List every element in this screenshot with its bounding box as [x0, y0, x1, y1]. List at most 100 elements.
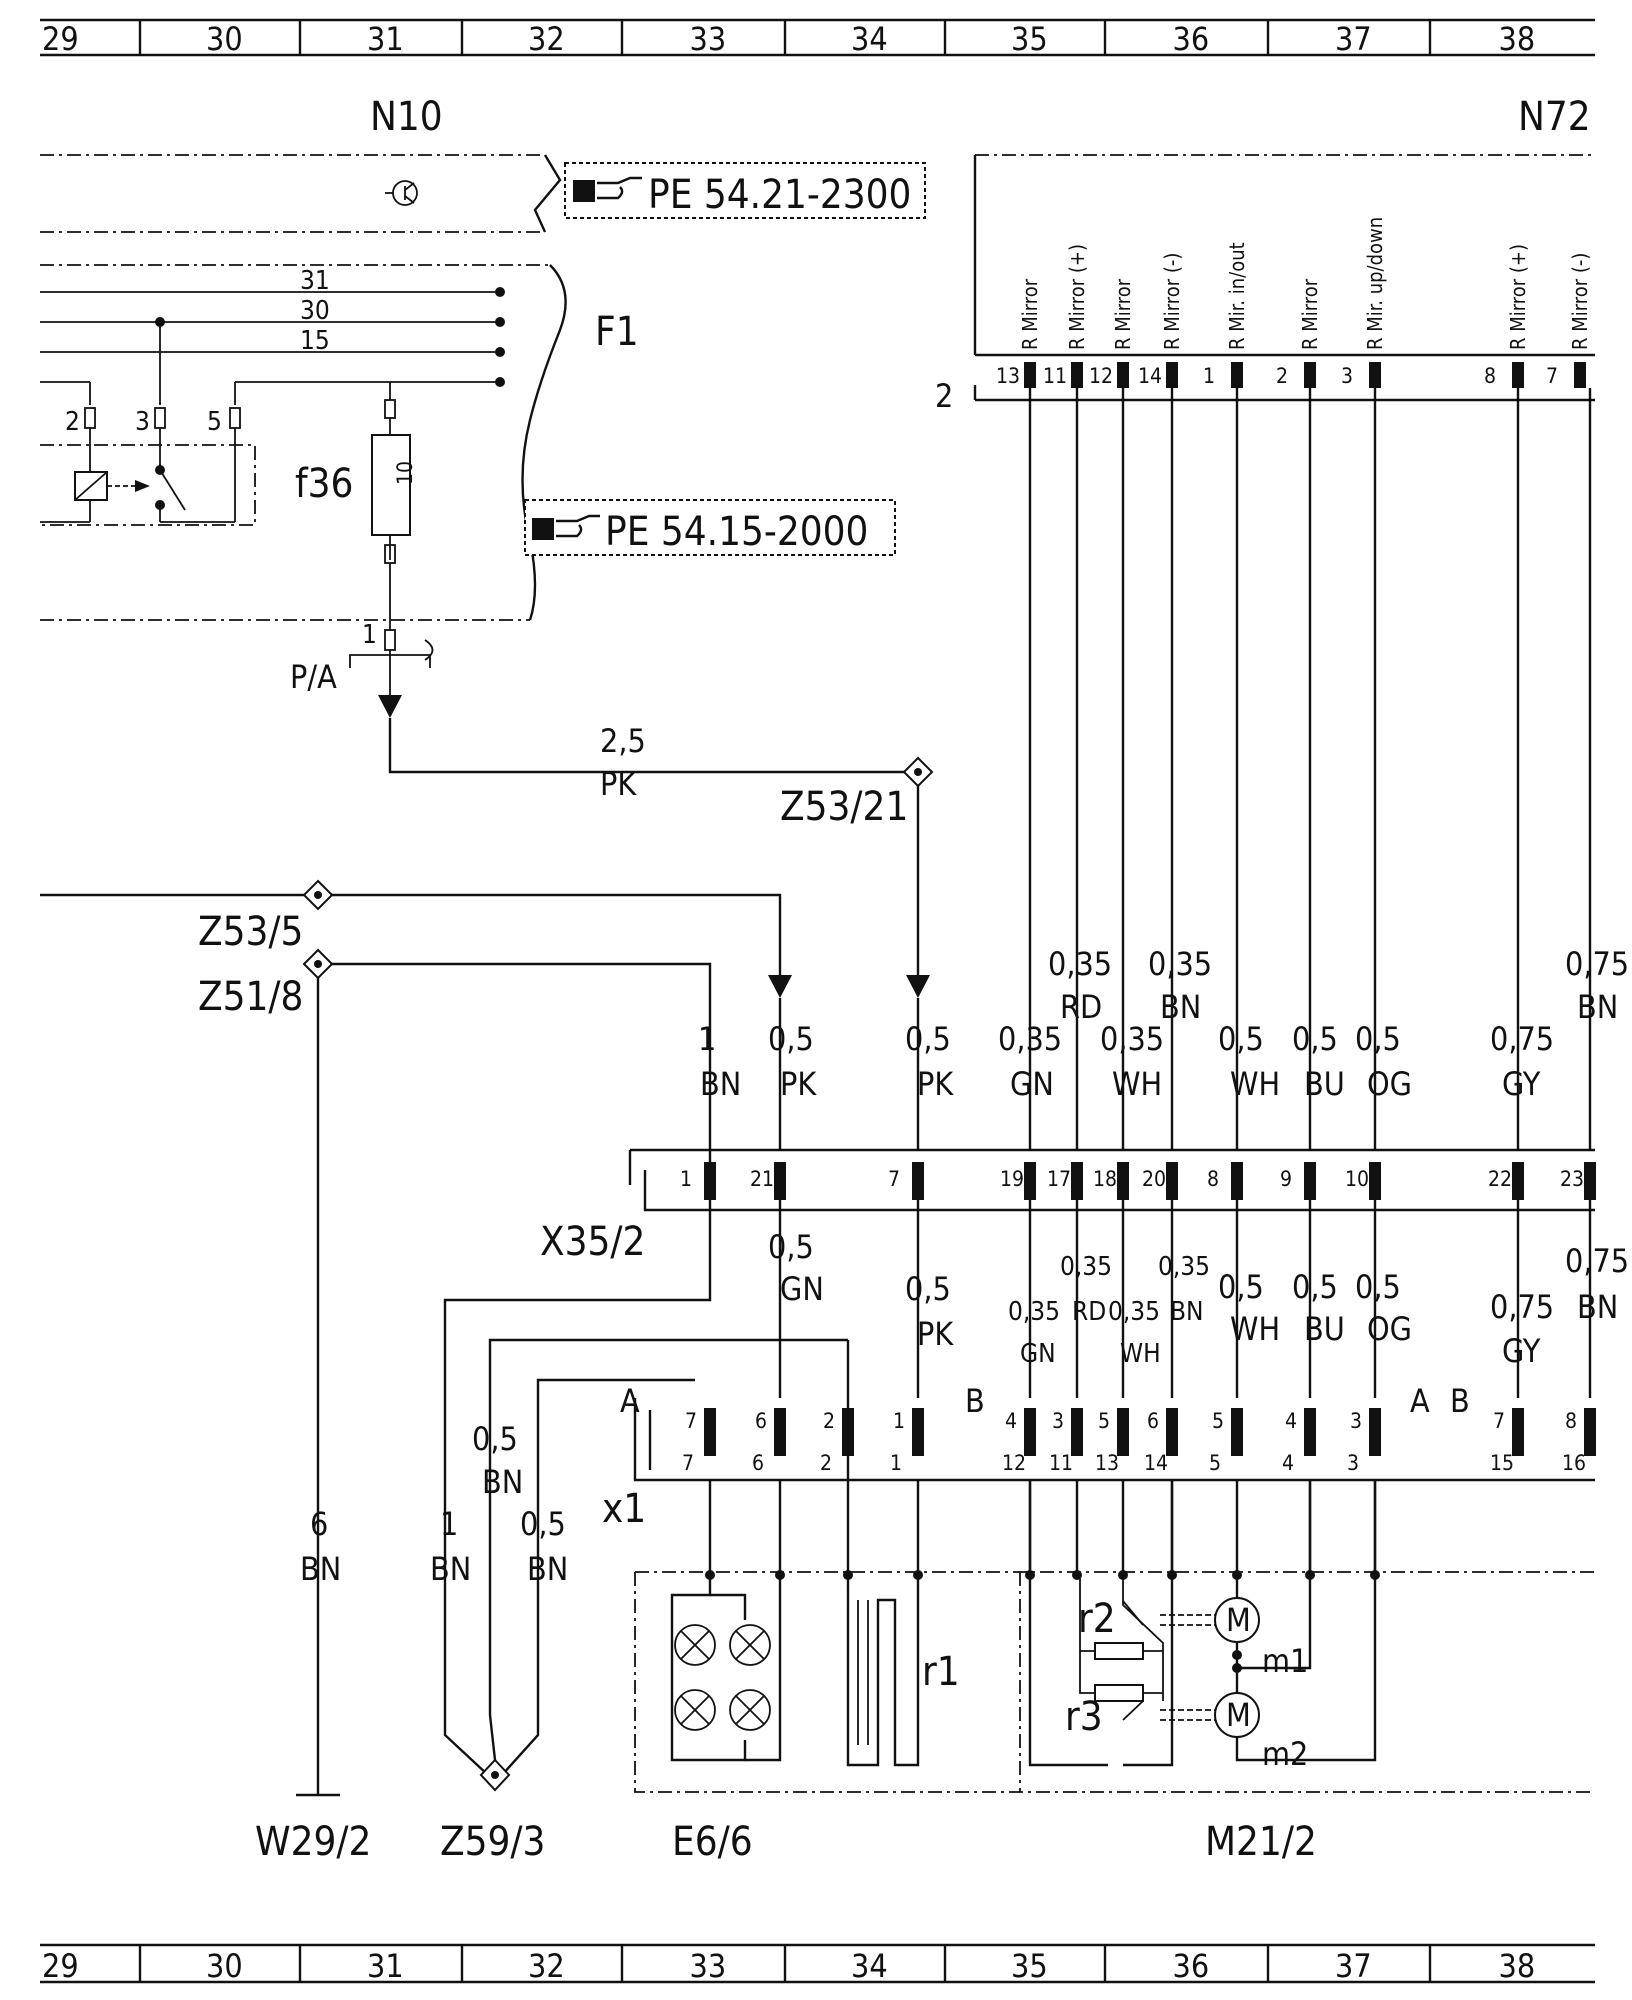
x1-pin-top: 3 [1052, 1409, 1064, 1433]
wire-color-label: BN [1160, 988, 1201, 1026]
reference-text-1: PE 54.21-2300 [648, 172, 911, 218]
grid-column-label: 33 [690, 20, 727, 58]
pa-pin-1: 1 [362, 620, 377, 650]
x1-pin-bottom: 2 [820, 1451, 832, 1475]
n72-pin-terminal [1024, 362, 1036, 388]
x1-pin-terminal [704, 1408, 716, 1456]
relay-pin-5: 5 [207, 407, 222, 437]
x1-group-a: A [620, 1382, 640, 1420]
x35-pin-number: 22 [1488, 1167, 1512, 1191]
lamp-icon [674, 1624, 716, 1666]
grid-column-label: 38 [1499, 1947, 1536, 1985]
x35-pin-terminal [1071, 1162, 1083, 1200]
x1-pin-top: 8 [1565, 1409, 1577, 1433]
wire-size-label: 0,75 [1490, 1288, 1554, 1326]
wire-size-label: 0,35 [1008, 1297, 1060, 1327]
x1-pin-top: 5 [1098, 1409, 1110, 1433]
wire-size-label: 0,35 [1048, 945, 1112, 983]
grid-column-label: 37 [1335, 20, 1372, 58]
x1-pin-terminal [1512, 1408, 1524, 1456]
wire-color-label: GN [1010, 1065, 1054, 1103]
n72-pin-number: 14 [1138, 364, 1162, 388]
grid-column-label: 33 [690, 1947, 727, 1985]
n72-pin-label: R Mirror [1111, 278, 1135, 350]
n72-pin-terminal [1512, 362, 1524, 388]
x35-pin-terminal [774, 1162, 786, 1200]
z59-label: Z59/3 [440, 1819, 545, 1865]
x35-pin-terminal [1369, 1162, 1381, 1200]
x1-pin-terminal [1369, 1408, 1381, 1456]
reference-pe-54-15[interactable]: PE 54.15-2000 [524, 499, 896, 556]
m1-label: m1 [1262, 1642, 1308, 1680]
wire-size-label: 0,75 [1565, 1242, 1629, 1280]
x35-pin-terminal [1304, 1162, 1316, 1200]
z51-8-label: Z51/8 [198, 974, 303, 1020]
r2-label: r2 [1078, 1596, 1116, 1642]
f36-label: f36 [295, 461, 353, 507]
z53-5-splice: Z53/5 [40, 879, 792, 998]
ground-wire-color-1: BN [300, 1550, 341, 1588]
wire-size-label: 0,5 [905, 1020, 951, 1058]
x1-pin-terminal [1231, 1408, 1243, 1456]
wire-harness: 1BN0,5PK0,5PK0,35GN0,35RD0,35WH0,35BN0,5… [698, 388, 1629, 1480]
wire-color-label: GN [780, 1270, 824, 1308]
grid-column-label: 30 [206, 1947, 243, 1985]
n72-pin-number: 13 [996, 364, 1020, 388]
wire-size-label: 1 [698, 1020, 716, 1058]
lamp-icon [674, 1689, 716, 1731]
pa-connector: 1 P/A 2,5 PK Z53/21 [290, 620, 934, 998]
r3-label: r3 [1065, 1694, 1103, 1740]
wire-color-label: BN [1577, 1288, 1618, 1326]
n72-pin-label: R Mirror (+) [1506, 244, 1530, 350]
n72-pin-number: 12 [1089, 364, 1113, 388]
n10-label: N10 [370, 94, 443, 140]
grid-column-label: 35 [1011, 20, 1048, 58]
motor-m2-symbol: M [1226, 1696, 1251, 1734]
x1-pin-top: 6 [755, 1409, 767, 1433]
x1-pin-top: 3 [1350, 1409, 1362, 1433]
wire-size-label: 0,35 [1100, 1020, 1164, 1058]
motor-m1-icon: M [1214, 1597, 1260, 1643]
reference-pe-54-21[interactable]: PE 54.21-2300 [564, 162, 926, 219]
x1-pin-terminal [912, 1408, 924, 1456]
n72-pin-label: R Mirror [1298, 278, 1322, 350]
x1-label: x1 [602, 1486, 646, 1532]
x1-pin-top: 4 [1285, 1409, 1297, 1433]
x1-pin-bottom: 12 [1002, 1451, 1026, 1475]
x1-pin-top: 4 [1005, 1409, 1017, 1433]
wire-size-label: 0,5 [768, 1020, 814, 1058]
grid-column-label: 29 [42, 1947, 79, 1985]
ground-wire-size-2: 1 [440, 1505, 458, 1543]
x1-pin-bottom: 7 [682, 1451, 694, 1475]
m21-label: M21/2 [1205, 1819, 1317, 1865]
x35-pin-number: 8 [1207, 1167, 1219, 1191]
x1-pin-top: 5 [1212, 1409, 1224, 1433]
wire-size-label: 0,5 [1292, 1268, 1338, 1306]
wire-size-label: 0,35 [1060, 1252, 1112, 1282]
n72-pin-label: R Mirror (-) [1160, 253, 1184, 350]
wire-color-label: BN [1170, 1297, 1204, 1327]
relay-pin-3: 3 [135, 407, 150, 437]
grid-column-label: 31 [367, 20, 404, 58]
x1-pin-bottom: 5 [1209, 1451, 1221, 1475]
grid-column-label: 31 [367, 1947, 404, 1985]
wire-color-label: GN [1020, 1339, 1056, 1369]
x35-pin-number: 9 [1280, 1167, 1292, 1191]
ground-wire-color-3: BN [482, 1463, 523, 1501]
f1-fuse-box: F1 31 30 15 2 3 5 [40, 264, 639, 630]
x1-pin-bottom: 1 [890, 1451, 902, 1475]
n72-connector-label: 2 [935, 377, 953, 415]
n72-pin-number: 3 [1341, 364, 1353, 388]
x35-pin-number: 7 [888, 1167, 900, 1191]
x35-pin-number: 23 [1560, 1167, 1584, 1191]
wire-size-label: 0,5 [905, 1270, 951, 1308]
wire-size-label: 0,75 [1490, 1020, 1554, 1058]
wire-color-label: OG [1367, 1310, 1412, 1348]
x1-pin-top: 2 [823, 1409, 835, 1433]
terminal-30: 30 [300, 296, 330, 326]
x1-pin-terminal [1024, 1408, 1036, 1456]
n72-pin-terminal [1166, 362, 1178, 388]
wire-color-label: RD [1072, 1297, 1106, 1327]
